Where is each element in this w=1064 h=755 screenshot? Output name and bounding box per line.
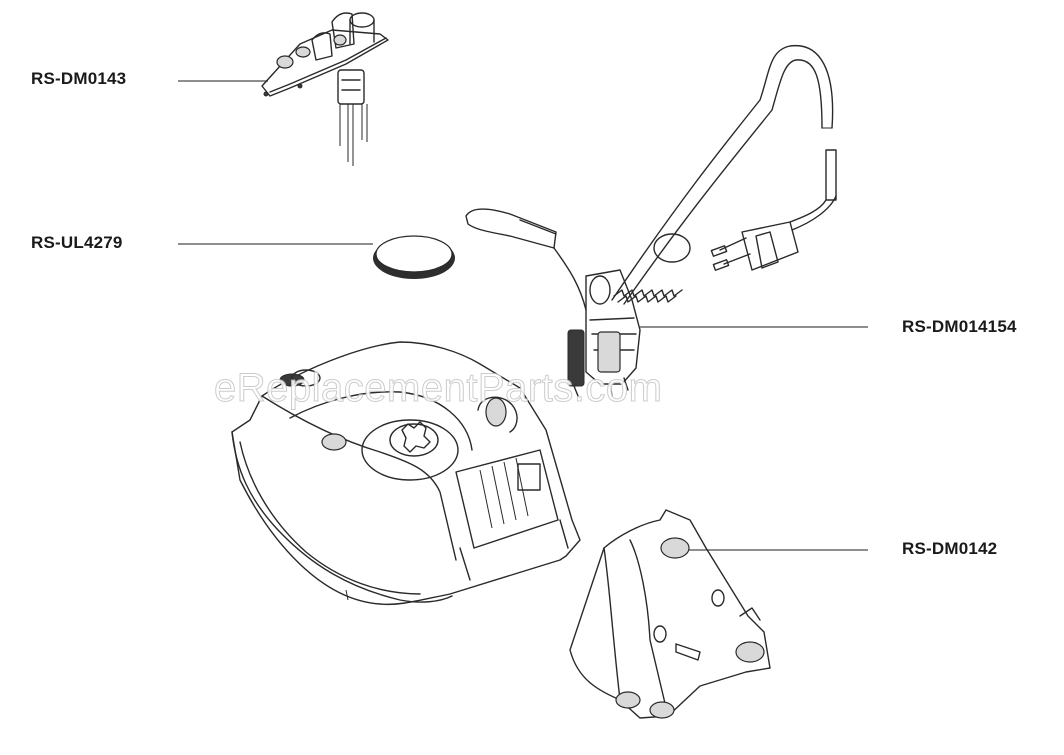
filter-disc-drawing [373,235,455,279]
part-label-filter[interactable]: RS-UL4279 [31,233,123,252]
valve-assembly-drawing [261,12,389,166]
rear-cover-drawing [569,509,771,719]
part-label-cover[interactable]: RS-DM0142 [902,539,998,558]
watermark-text: eReplacementParts.com [213,366,663,411]
part-label-valve[interactable]: RS-DM0143 [31,69,127,88]
part-label-cord[interactable]: RS-DM014154 [902,317,1017,336]
power-cord-drawing [465,45,837,397]
iron-body-drawing [231,341,581,606]
